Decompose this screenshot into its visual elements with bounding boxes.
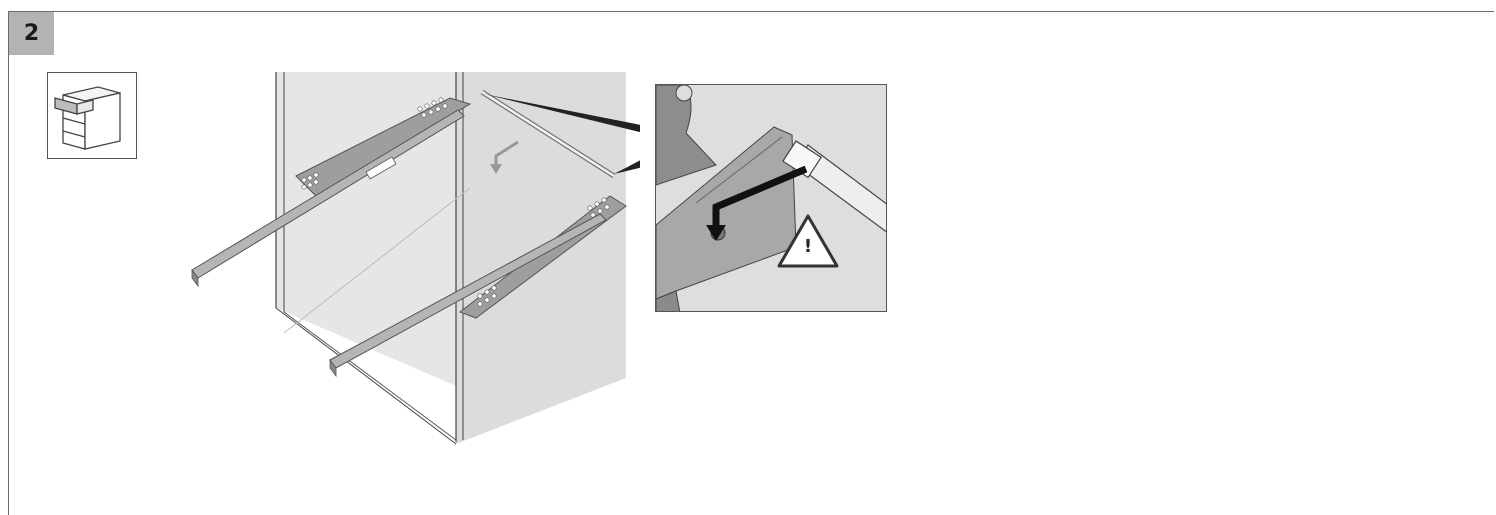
step-number-badge: 2 bbox=[9, 12, 54, 55]
fixing-detail-zoom bbox=[655, 84, 887, 312]
runner-rail-illustration bbox=[191, 72, 640, 445]
drawer-cabinet-icon bbox=[47, 72, 137, 159]
instruction-frame bbox=[8, 11, 1494, 515]
warning-symbol: ! bbox=[803, 236, 813, 257]
insert-arrow-icon bbox=[490, 140, 519, 174]
warning-triangle-icon: ! bbox=[775, 212, 841, 270]
